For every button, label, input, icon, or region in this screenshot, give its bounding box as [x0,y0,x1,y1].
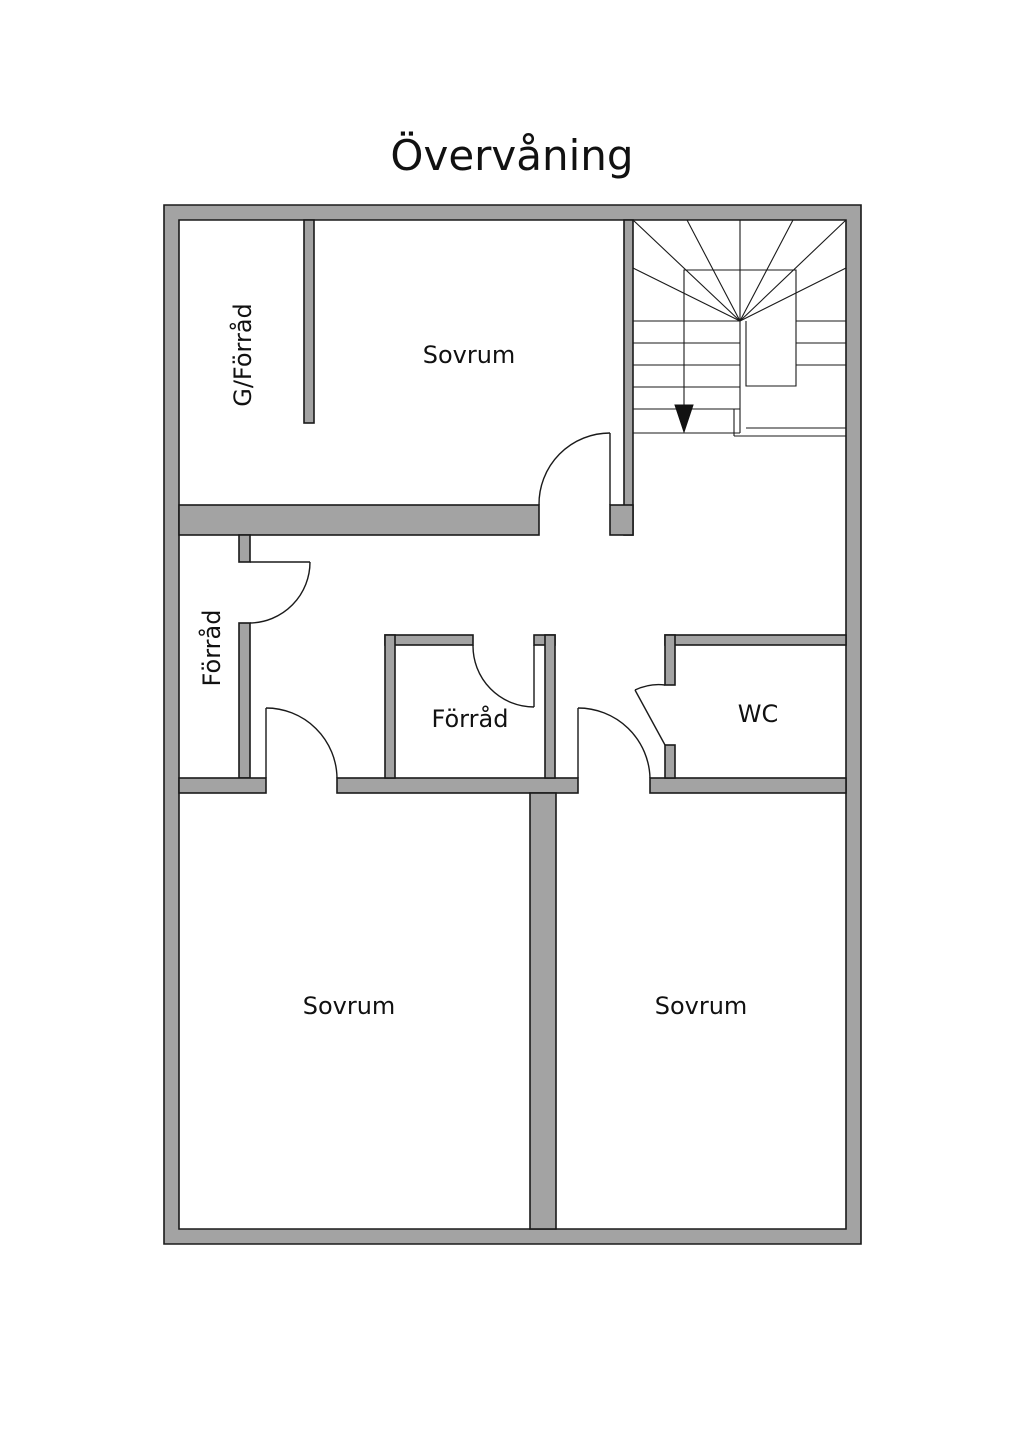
room-label-storage-left: Förråd [197,610,226,687]
room-label-bedroom-bottom-right: Sovrum [655,992,748,1020]
room-label-garage-storage: G/Förråd [228,303,257,407]
room-label-bedroom-bottom-left: Sovrum [303,992,396,1020]
staircase [632,219,847,437]
doors [249,432,666,779]
interior-walls [178,219,847,1230]
room-label-storage-center: Förråd [432,704,509,733]
room-label-bedroom-top: Sovrum [423,341,516,369]
stair-direction-arrow [674,404,694,434]
plan-title: Övervåning [390,130,633,180]
room-label-wc: WC [738,700,779,728]
